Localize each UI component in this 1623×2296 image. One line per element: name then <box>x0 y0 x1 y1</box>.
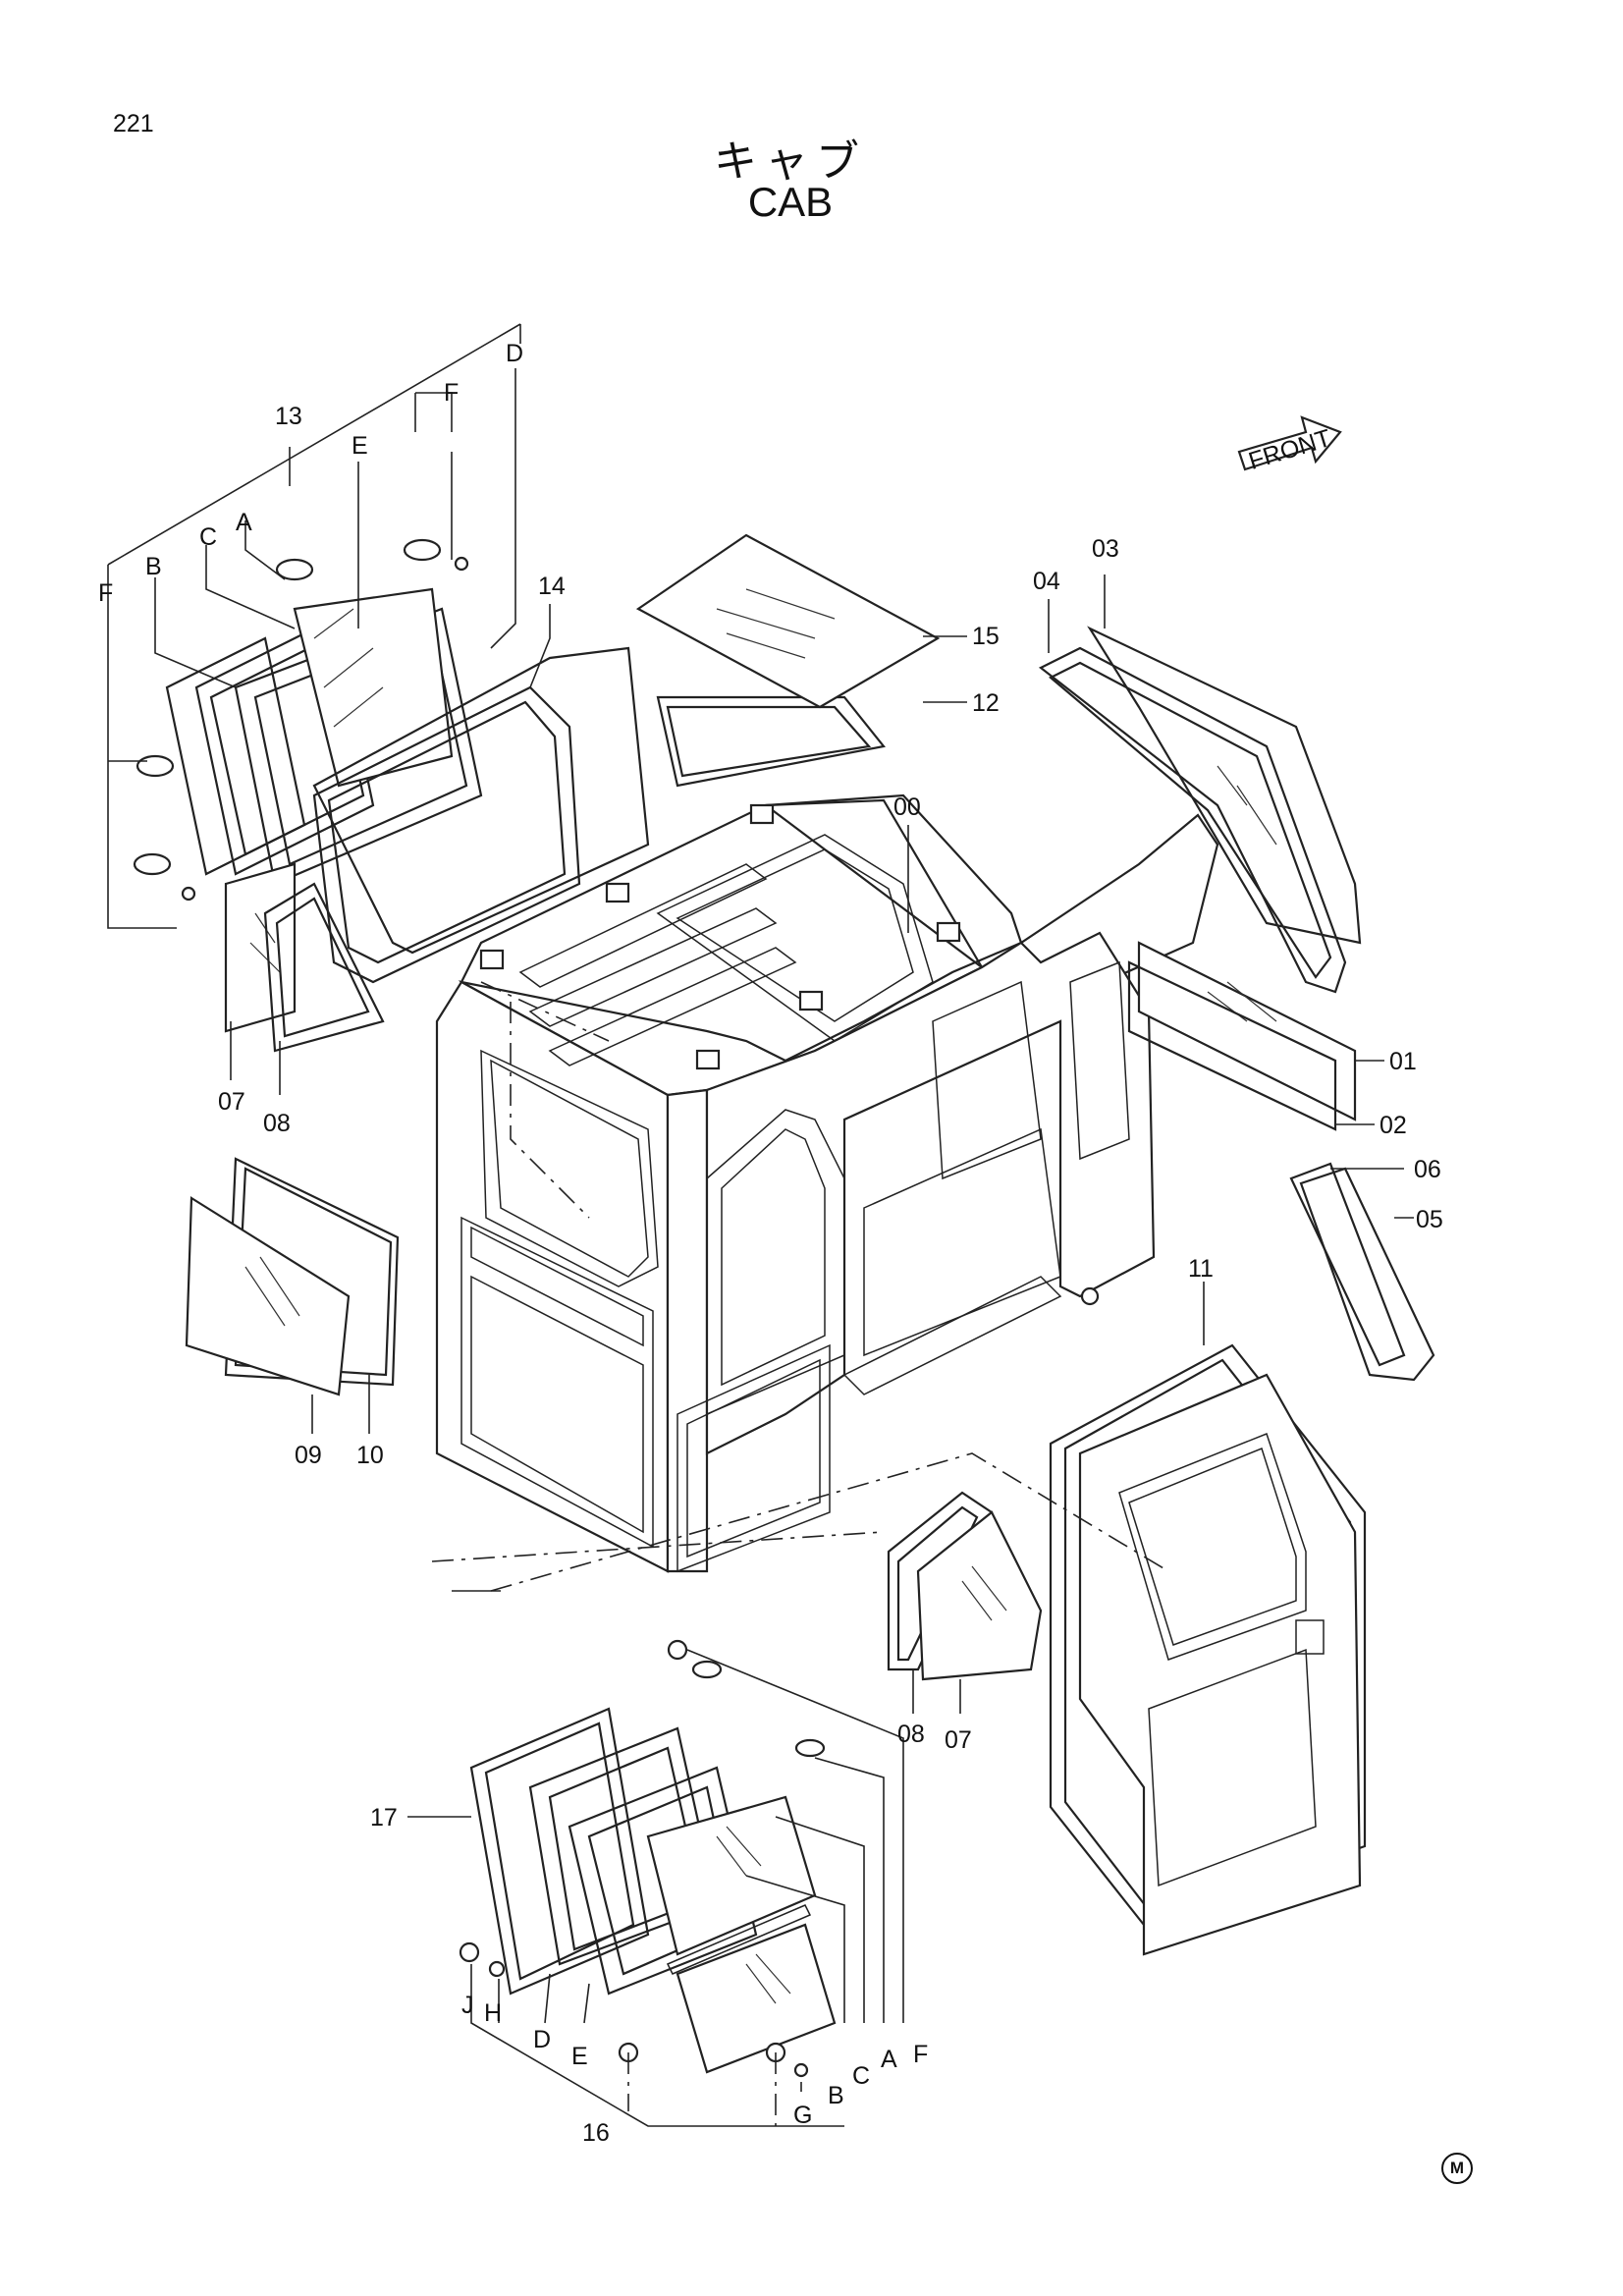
callout-07-left: 07 <box>218 1088 245 1116</box>
letter-A-bottom: A <box>881 2046 897 2073</box>
letter-J-bottom: J <box>461 1992 474 2019</box>
callout-07-right: 07 <box>945 1726 972 1754</box>
bottom-window-assembly <box>459 1639 837 2078</box>
callout-04: 04 <box>1033 568 1060 595</box>
cab-body <box>435 793 1219 1573</box>
callout-labels: 13 E F D A C B F 14 15 12 03 04 00 01 02… <box>98 340 1443 2147</box>
callout-13: 13 <box>275 403 302 430</box>
callout-11: 11 <box>1188 1255 1214 1283</box>
callout-12: 12 <box>972 689 1000 717</box>
letter-F-top-1: F <box>444 379 459 407</box>
letter-E-bottom: E <box>571 2043 588 2070</box>
letter-D-top: D <box>506 340 523 367</box>
callout-14: 14 <box>538 573 566 600</box>
letter-F-bottom: F <box>913 2041 928 2068</box>
letter-A-top: A <box>236 509 252 536</box>
title-english: CAB <box>747 179 834 225</box>
callout-09: 09 <box>295 1442 322 1469</box>
callout-08-left: 08 <box>263 1110 291 1137</box>
callout-05: 05 <box>1416 1206 1443 1233</box>
front-arrow-label: FRONT <box>1245 424 1334 475</box>
letter-C-top: C <box>199 523 217 551</box>
letter-C-bottom: C <box>852 2062 870 2090</box>
letter-G-bottom: G <box>793 2102 812 2129</box>
callout-08-right: 08 <box>897 1721 925 1748</box>
door-assembly <box>887 1343 1367 1956</box>
callout-00: 00 <box>893 793 921 821</box>
leader-lines <box>107 323 1414 2127</box>
letter-D-bottom: D <box>533 2026 551 2053</box>
callout-01: 01 <box>1389 1048 1417 1075</box>
right-window-assembly <box>1038 626 1435 1382</box>
manufacturer-mark: M <box>1441 2153 1473 2184</box>
top-left-window-assembly <box>133 538 650 1053</box>
callout-10: 10 <box>356 1442 384 1469</box>
letter-B-bottom: B <box>828 2082 844 2109</box>
callout-16: 16 <box>582 2119 610 2147</box>
left-lower-window <box>185 1157 400 1396</box>
letter-F-top-2: F <box>98 579 113 607</box>
callout-06: 06 <box>1414 1156 1441 1183</box>
callout-02: 02 <box>1380 1112 1407 1139</box>
title-japanese: キャブ <box>714 137 867 187</box>
callout-15: 15 <box>972 623 1000 650</box>
letter-H-bottom: H <box>484 1999 502 2027</box>
page-number: 221 <box>113 110 154 137</box>
callout-17: 17 <box>370 1804 398 1831</box>
roof-window-assembly <box>635 533 941 788</box>
front-arrow-icon: FRONT <box>1237 415 1342 475</box>
letter-E-top: E <box>352 432 368 460</box>
letter-B-top: B <box>145 553 162 580</box>
callout-03: 03 <box>1092 535 1119 563</box>
